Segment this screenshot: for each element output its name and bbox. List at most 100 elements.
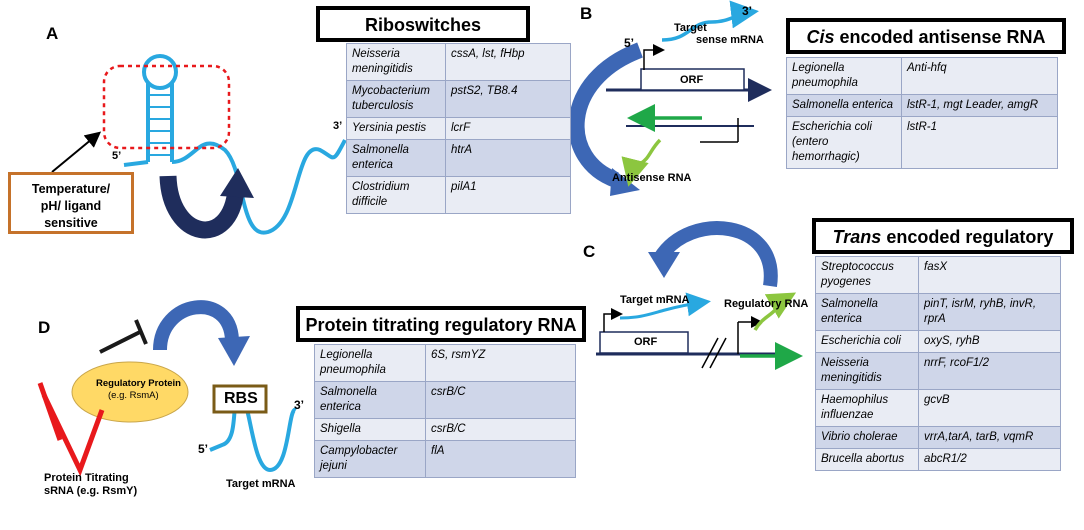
regulatory-protein-label: Regulatory Protein	[96, 378, 181, 389]
panel-d-label: D	[38, 318, 51, 337]
trans-regulatory-drawing	[596, 221, 803, 370]
organism-cell: Shigella	[314, 418, 426, 441]
organism-cell: Escherichia coli (entero hemorrhagic)	[786, 116, 902, 169]
sensor-line: pH/ ligand	[40, 199, 102, 213]
regulatory-rna-label: Regulatory RNA	[724, 298, 809, 310]
organism-cell: Streptococcus pyogenes	[815, 256, 919, 294]
organism-cell: Escherichia coli	[815, 330, 919, 353]
panel-c-label: C	[583, 242, 596, 261]
organism-cell: Legionella pneumophila	[786, 57, 902, 95]
genes-cell: oxyS, ryhB	[918, 330, 1061, 353]
organism-cell: Clostridium difficile	[346, 176, 446, 214]
five-prime-label: 5’	[112, 150, 122, 162]
genes-cell: lcrF	[445, 117, 571, 140]
organism-cell: Neisseria meningitidis	[346, 43, 446, 81]
riboswitches-title: Riboswitches	[316, 6, 530, 42]
genes-cell: flA	[425, 440, 576, 478]
d-three-prime-label: 3’	[294, 398, 305, 412]
genes-cell: csrB/C	[425, 418, 576, 441]
trans-title: Trans encoded regulatory RNA	[812, 218, 1074, 277]
organism-cell: Vibrio cholerae	[815, 426, 919, 449]
cis-title-em: Cis	[806, 27, 835, 47]
three-prime-label: 3’	[333, 120, 343, 132]
protein-titrating-drawing	[37, 300, 298, 477]
cis-three-prime-label: 3’	[742, 4, 753, 18]
target-label: Target	[674, 22, 707, 34]
organism-cell: Salmonella enterica	[815, 293, 919, 331]
organism-cell: Neisseria meningitidis	[815, 352, 919, 390]
genes-cell: abcR1/2	[918, 448, 1061, 471]
rbs-label: RBS	[224, 390, 258, 407]
organism-cell: Salmonella enterica	[346, 139, 446, 177]
genes-cell: nrrF, rcoF1/2	[918, 352, 1061, 390]
organism-cell: Legionella pneumophila	[314, 344, 426, 382]
panel-b-label: B	[580, 4, 593, 23]
panel-a-label: A	[46, 24, 59, 43]
genes-cell: csrB/C	[425, 381, 576, 419]
organism-cell: Campylobacter jejuni	[314, 440, 426, 478]
antisense-rna-label: Antisense RNA	[612, 172, 692, 184]
organism-cell: Brucella abortus	[815, 448, 919, 471]
genes-cell: pstS2, TB8.4	[445, 80, 571, 118]
genes-cell: cssA, lst, fHbp	[445, 43, 571, 81]
sensor-line: Temperature/	[31, 182, 111, 196]
srna-label-line1: Protein Titrating	[44, 472, 129, 484]
d-five-prime-label: 5’	[198, 442, 209, 456]
cis-antisense-drawing	[568, 0, 772, 196]
orf-label: ORF	[680, 74, 704, 86]
genes-cell: fasX	[918, 256, 1061, 294]
regulatory-protein-example: (e.g. RsmA)	[108, 390, 159, 401]
sensor-box: Temperature/ pH/ ligand sensitive	[8, 172, 134, 234]
genes-cell: lstR-1, mgt Leader, amgR	[901, 94, 1058, 117]
organism-cell: Haemophilus influenzae	[815, 389, 919, 427]
genes-cell: pilA1	[445, 176, 571, 214]
organism-cell: Yersinia pestis	[346, 117, 446, 140]
organism-cell: Salmonella enterica	[314, 381, 426, 419]
cis-five-prime-label: 5’	[624, 36, 635, 50]
genes-cell: gcvB	[918, 389, 1061, 427]
d-target-mrna-label: Target mRNA	[226, 478, 296, 490]
organism-cell: Salmonella enterica	[786, 94, 902, 117]
srna-label-line2: sRNA (e.g. RsmY)	[44, 485, 138, 497]
trans-orf-label: ORF	[634, 336, 658, 348]
genes-cell: htrA	[445, 139, 571, 177]
protein-titrating-title: Protein titrating regulatory RNA	[296, 306, 586, 342]
sensor-line: sensitive	[44, 216, 98, 230]
target-mrna-label: Target mRNA	[620, 294, 690, 306]
genes-cell: 6S, rsmYZ	[425, 344, 576, 382]
sense-mrna-label: sense mRNA	[696, 34, 764, 46]
cis-title-rest: encoded antisense RNA	[834, 27, 1046, 47]
cis-title: Cis encoded antisense RNA	[786, 18, 1066, 54]
genes-cell: vrrA,tarA, tarB, vqmR	[918, 426, 1061, 449]
trans-title-em: Trans	[832, 227, 882, 247]
genes-cell: Anti-hfq	[901, 57, 1058, 95]
genes-cell: lstR-1	[901, 116, 1058, 169]
riboswitch-drawing	[51, 54, 347, 239]
table-row: Escherichia coli (entero hemorrhagic)lst…	[786, 116, 1058, 169]
organism-cell: Mycobacterium tuberculosis	[346, 80, 446, 118]
genes-cell: pinT, isrM, ryhB, invR, rprA	[918, 293, 1061, 331]
